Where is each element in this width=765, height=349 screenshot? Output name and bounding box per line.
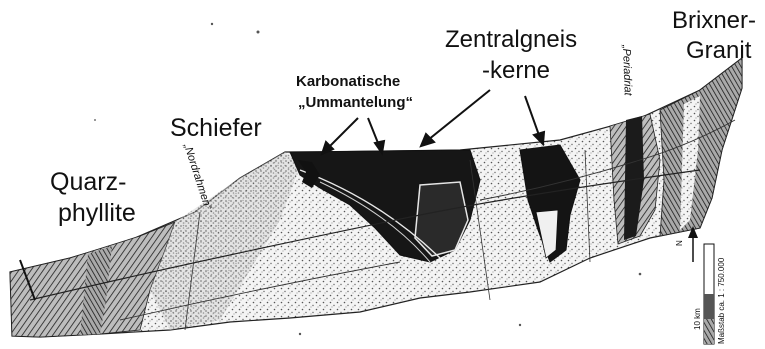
label-ummantelung: „Ummantelung“ (298, 94, 413, 111)
label-quarzphyllite-line1: Quarz- (50, 168, 126, 196)
label-granit-text: Granit (686, 37, 752, 64)
speck (211, 23, 213, 25)
speck (639, 273, 642, 276)
label-nordrahmen: „Nordrahmen“ (181, 141, 214, 212)
north-label: N (675, 240, 684, 246)
label-schiefer: Schiefer (170, 114, 262, 142)
arrow-karbonat-left (326, 118, 358, 150)
speck (94, 119, 96, 121)
label-karbonatische: Karbonatische (296, 73, 400, 90)
label-kerne: -kerne (482, 57, 550, 84)
brixner-granite-zone (660, 58, 742, 236)
speck (519, 324, 521, 326)
label-quarzphyllite-line2: phyllite (58, 199, 136, 227)
arrow-zentral-right (525, 96, 540, 138)
label-periadriat: „Periadriat (620, 44, 634, 97)
label-brixner: Brixner- (672, 7, 756, 34)
scale-distance: 10 km (693, 308, 702, 330)
label-zentralgneis: Zentralgneis (445, 26, 577, 53)
scale-caption: Maßstab ca. 1 : 750.000 (717, 257, 726, 344)
arrow-zentral-left (428, 90, 490, 140)
speck (299, 333, 301, 335)
speck (257, 31, 260, 34)
scale-bar: 10 km Maßstab ca. 1 : 750.000 (693, 244, 726, 344)
